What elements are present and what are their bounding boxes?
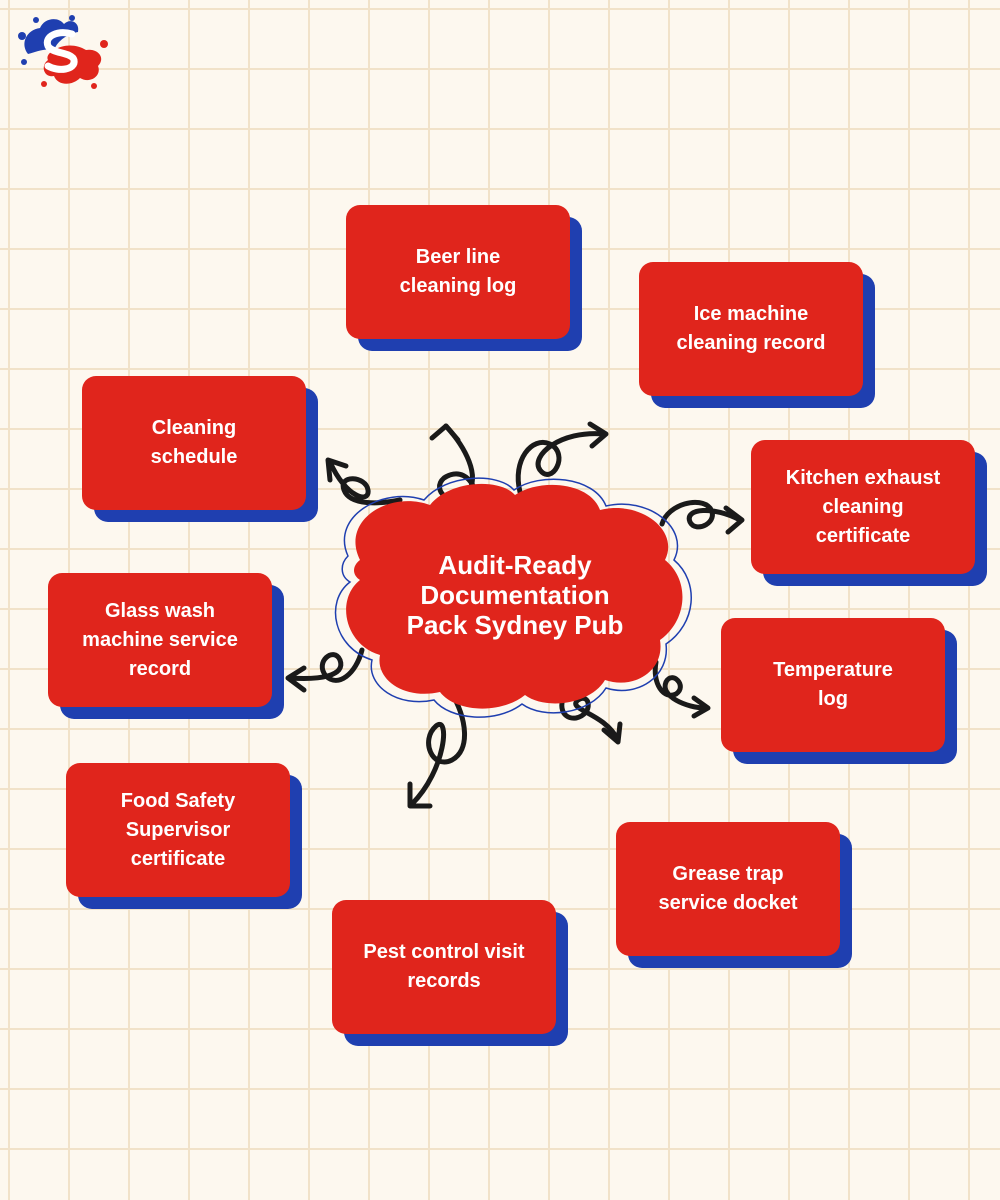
item-label: Ice machine cleaning record: [676, 303, 826, 354]
box-face: Pest control visit records: [332, 900, 556, 1034]
item-box-temperature-log: Temperature log: [721, 618, 957, 764]
item-box-glass-wash-machine-service-record: Glass wash machine service record: [48, 573, 284, 719]
box-face: Food Safety Supervisor certificate: [66, 763, 290, 897]
arrow-to-food-safety: [409, 687, 467, 807]
item-label: Pest control visit records: [363, 941, 525, 992]
item-box-beer-line-cleaning-log: Beer line cleaning log: [346, 205, 582, 351]
splash-s-logo-icon: [18, 15, 108, 89]
item-label: Kitchen exhaust cleaning certificate: [785, 466, 941, 547]
item-box-ice-machine-cleaning-record: Ice machine cleaning record: [639, 262, 875, 408]
arrow-to-grease-trap: [559, 683, 621, 743]
arrow-to-kitchen-exhaust: [659, 499, 743, 530]
item-label: Cleaning schedule: [150, 417, 238, 468]
item-label: Temperature log: [773, 659, 893, 710]
center-title: Audit-Ready Documentation Pack Sydney Pu…: [406, 550, 624, 640]
arrow-to-ice-machine: [515, 431, 607, 495]
item-label: Food Safety Supervisor certificate: [120, 789, 236, 870]
item-box-cleaning-schedule: Cleaning schedule: [82, 376, 318, 522]
item-box-food-safety-supervisor-certificate: Food Safety Supervisor certificate: [66, 763, 302, 909]
arrow-to-temperature-log: [652, 659, 709, 711]
center-cloud: [334, 477, 692, 718]
box-face: Temperature log: [721, 618, 945, 752]
box-face: Cleaning schedule: [82, 376, 306, 510]
arrow-to-cleaning-schedule: [327, 459, 403, 506]
item-label: Glass wash machine service record: [82, 599, 238, 680]
arrow-to-glass-wash: [287, 647, 365, 683]
item-label: Grease trap service docket: [658, 863, 798, 914]
box-face: Kitchen exhaust cleaning certificate: [751, 440, 975, 574]
item-box-grease-trap-service-docket: Grease trap service docket: [616, 822, 852, 968]
item-box-pest-control-visit-records: Pest control visit records: [332, 900, 568, 1046]
box-face: Glass wash machine service record: [48, 573, 272, 707]
box-face: Beer line cleaning log: [346, 205, 570, 339]
item-box-kitchen-exhaust-cleaning-certificate: Kitchen exhaust cleaning certificate: [751, 440, 987, 586]
box-face: Grease trap service docket: [616, 822, 840, 956]
box-face: Ice machine cleaning record: [639, 262, 863, 396]
item-label: Beer line cleaning log: [399, 246, 517, 297]
